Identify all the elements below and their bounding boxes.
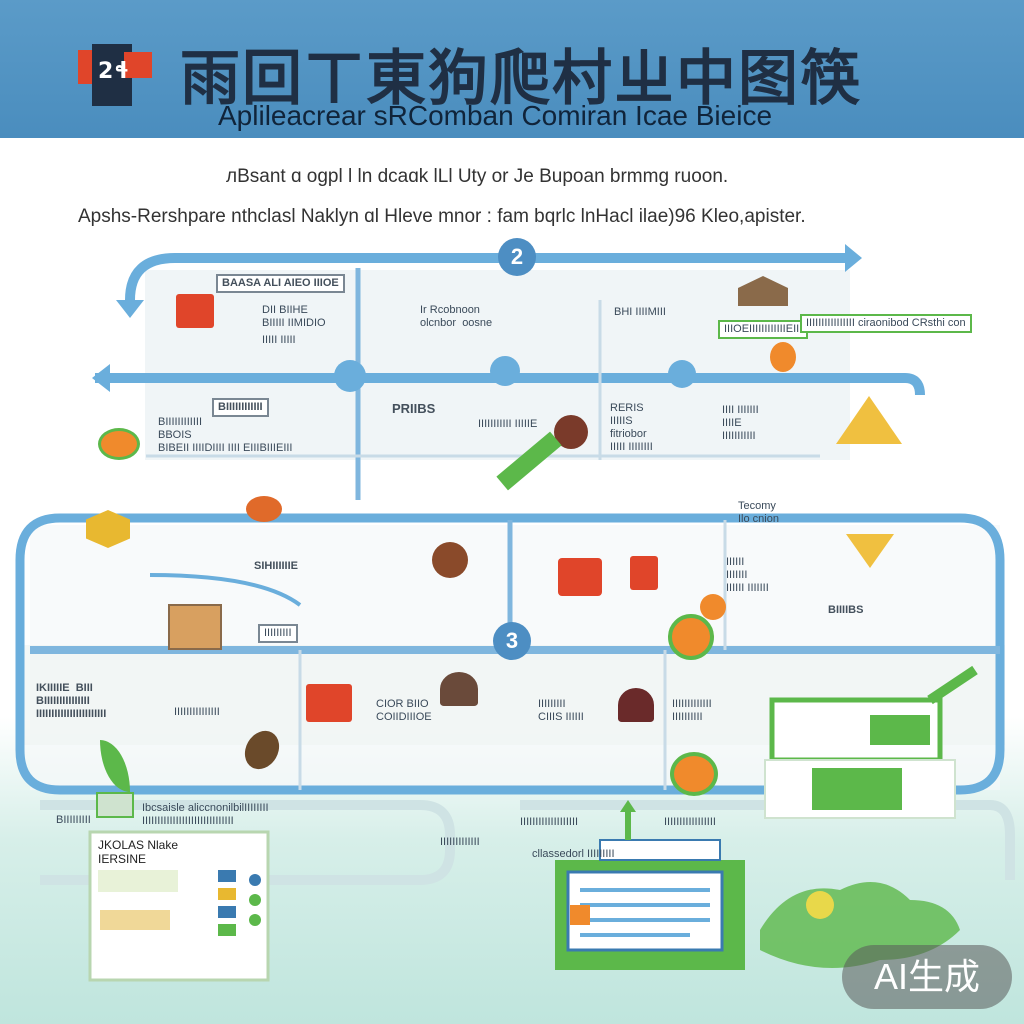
green-bowl-icon-2: [670, 752, 718, 796]
step-marker-2: 2: [498, 238, 536, 276]
top-arrow-head: [845, 244, 862, 272]
logo-icon: 2 ɬ: [78, 44, 152, 106]
bottom-row-left: [40, 800, 455, 885]
green-box-icon: [96, 792, 134, 818]
shelf-icon: [168, 604, 222, 650]
food-bowl-icon-1: [98, 428, 140, 460]
green-bar-1: [870, 715, 930, 745]
label-second-2: BIIIIIIIIIIII BBOIS BIBEII IIIIDIIII III…: [158, 416, 293, 454]
red-doc-icon-1: [558, 558, 602, 596]
top-flow-arrow: [125, 253, 845, 301]
red-doc-icon-2: [630, 556, 658, 590]
middle-loop: [15, 513, 1005, 795]
green-chart-arrow: [927, 665, 978, 705]
tomato-icon: [770, 342, 796, 372]
steak-icon: [246, 496, 282, 522]
label-middle-4: IIIIII IIIIIII IIIIII IIIIIII: [726, 556, 769, 594]
description-line-1: лBsant ɑ ogpl l ln dcaɑk lLl Uty or Je B…: [226, 166, 729, 187]
green-bar-2: [812, 768, 902, 810]
device-top: [599, 839, 721, 861]
label-top-7: IIIIIIIIIIIIIIII ciraonibod CRsthi con: [800, 314, 972, 333]
ai-generated-watermark: AI生成: [842, 945, 1012, 1009]
label-lower-3: CIOR BIIO COIIDIIIOE: [376, 698, 432, 723]
label-lower-2: IIIIIIIIIIIIIII: [174, 706, 220, 718]
label-bottom-2: Ibcsaisle aliccnonilbilIIIIIIII IIIIIIII…: [142, 802, 269, 827]
label-second-6: IIII IIIIIII IIIIE IIIIIIIIIII: [722, 404, 759, 442]
label-second-3: PRIIBS: [392, 401, 436, 416]
globe-icon-2: [490, 356, 520, 386]
label-lower-1: IKIIIIIE BIII BIIIIIIIIIIIIIII IIIIIIIII…: [36, 682, 107, 720]
mid-flow-arrow: [95, 373, 925, 396]
step-marker-3: 3: [493, 622, 531, 660]
label-middle-5: BIIIIBS: [828, 604, 864, 616]
description-line-2: Apshs-Rershpare nthclasl Naklyn ɑl Hleve…: [78, 206, 806, 227]
bottom-left-panel: [88, 830, 270, 982]
label-second-1: BIIIIIIIIIIII: [212, 398, 269, 417]
orange-carrot-icon: [700, 594, 726, 620]
device-screen: [566, 870, 724, 952]
svg-text:2: 2: [98, 59, 113, 84]
curved-arrow: [149, 573, 302, 607]
brown-ball-icon: [432, 542, 468, 578]
label-top-5: BHI IIIIMIII: [614, 306, 666, 318]
label-top-4: Ir Rcobnoon olcnbor oosne: [420, 304, 493, 329]
bread-icon: [440, 672, 478, 706]
left-arrow-head: [116, 300, 144, 318]
bottom-row-right: [520, 800, 1015, 880]
label-middle-2: SIHIIIIIIE: [254, 560, 299, 572]
globe-icon-3: [668, 360, 696, 388]
label-second-4: IIIIIIIIIII IIIIIE: [478, 418, 538, 430]
red-book-icon: [176, 294, 214, 328]
page-title: 雨回ㄒ東狗爬村ㄓ中图筷: [180, 44, 862, 114]
label-lower-5: IIIIIIIIIIIII IIIIIIIIII: [672, 698, 712, 723]
label-top-3: IIIII IIIII: [262, 334, 296, 346]
label-top-2: DII BIIHE BIIIII IIMIDIO: [262, 304, 326, 329]
svg-text:ɬ: ɬ: [114, 59, 129, 84]
label-top-1: BAASA ALI AIEO IIIOE: [216, 274, 345, 293]
label-bottom-5: IIIIIIIIIIIIIIIII: [664, 816, 716, 828]
dark-dome-icon: [618, 688, 654, 722]
label-middle-1: Tecomy Ilo cnion: [738, 500, 779, 525]
page-subtitle: Aplileacrear sRComban Comiran Icae Bieic…: [218, 100, 773, 131]
label-second-5: RERIS IIIIIS fitriobor IIIII IIIIIIII: [610, 402, 653, 453]
label-bottom-1: BIIIIIIIII: [56, 814, 91, 826]
label-lower-4: IIIIIIIII CIIIS IIIIII: [538, 698, 584, 723]
label-top-6: IIIOEIIIIIIIIIIIIEIII: [718, 320, 809, 339]
bottom-panel-heading: JKOLAS Nlake IERSINE: [98, 838, 179, 866]
label-bottom-6: cllassedorl IIIIIIIII: [532, 848, 615, 860]
label-middle-3: IIIIIIIII: [258, 624, 298, 643]
green-bowl-icon-1: [668, 614, 714, 660]
label-bottom-4: IIIIIIIIIIIIIIIIIII: [520, 816, 579, 828]
label-bottom-3: IIIIIIIIIIIII: [440, 836, 480, 848]
header-banner: 2 ɬ 雨回ㄒ東狗爬村ㄓ中图筷 Aplileacrear sRComban Co…: [0, 0, 1024, 138]
globe-icon-1: [334, 360, 366, 392]
red-folder-icon: [306, 684, 352, 722]
mid-arrow-head-left: [92, 364, 110, 392]
